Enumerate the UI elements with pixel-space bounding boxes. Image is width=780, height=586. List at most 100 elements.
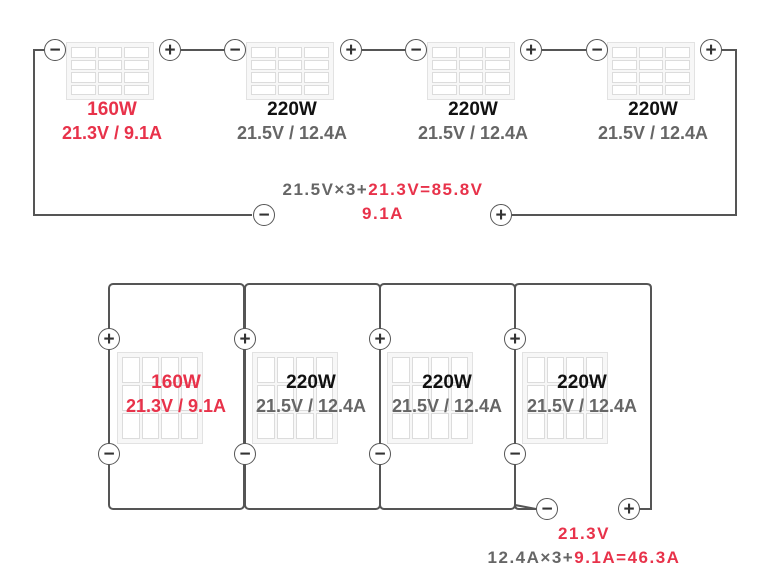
minus-terminal-icon: − (44, 39, 66, 61)
solar-cell (458, 47, 484, 58)
solar-cell (251, 47, 276, 58)
solar-cell (585, 357, 603, 383)
solar-cell (665, 84, 690, 95)
solar-cell (411, 413, 429, 439)
plus-terminal-icon: + (98, 328, 120, 350)
solar-cell (485, 84, 510, 95)
solar-panel-1-series (66, 42, 154, 100)
solar-cell (665, 72, 690, 83)
plus-terminal-icon: + (234, 328, 256, 350)
solar-cell (124, 72, 149, 83)
panel-4-wattage: 220W (628, 99, 678, 120)
solar-cell (432, 84, 457, 95)
solar-cell (304, 59, 329, 70)
solar-cell (180, 385, 198, 411)
solar-cell (251, 72, 276, 83)
parallel-panel-3-wattage: 220W (422, 372, 472, 393)
parallel-panel-4-spec: 21.5V / 12.4A (526, 396, 638, 416)
solar-cell (485, 72, 510, 83)
parallel-panel-1-spec: 21.3V / 9.1A (125, 396, 227, 416)
panel-1-spec: 21.3V / 9.1A (61, 123, 163, 143)
minus-terminal-icon: − (536, 498, 558, 520)
solar-cell (450, 385, 468, 411)
solar-cell (527, 385, 545, 411)
solar-cell (665, 59, 690, 70)
solar-cell (122, 385, 140, 411)
plus-terminal-icon: + (700, 39, 722, 61)
solar-cell (257, 385, 275, 411)
solar-cell (97, 59, 123, 70)
solar-cell (276, 357, 294, 383)
solar-cell (161, 357, 179, 383)
plus-terminal-icon: + (520, 39, 542, 61)
solar-cell (304, 84, 329, 95)
series-wire-loop (33, 49, 252, 216)
solar-cell (431, 413, 449, 439)
solar-cell (304, 72, 329, 83)
solar-cell (392, 385, 410, 411)
solar-cell (458, 84, 484, 95)
plus-terminal-icon: + (159, 39, 181, 61)
series-equation-part1: 21.5V×3+ (282, 180, 369, 199)
minus-terminal-icon: − (369, 443, 391, 465)
panel-4-spec: 21.5V / 12.4A (597, 123, 709, 143)
plus-terminal-icon: + (369, 328, 391, 350)
solar-cell (122, 413, 140, 439)
solar-cell (546, 357, 564, 383)
solar-cell (432, 72, 457, 83)
solar-cell (141, 385, 159, 411)
plus-terminal-icon: + (618, 498, 640, 520)
solar-cell (566, 385, 584, 411)
minus-terminal-icon: − (224, 39, 246, 61)
solar-cell (612, 47, 637, 58)
parallel-equation-part1: 12.4A×3+ (487, 548, 575, 567)
solar-cell (665, 47, 690, 58)
series-equation-part2: 21.3V=85.8V (368, 180, 484, 199)
minus-terminal-icon: − (586, 39, 608, 61)
solar-panel-2-series (246, 42, 334, 100)
solar-cell (161, 413, 179, 439)
solar-cell (566, 413, 584, 439)
panel-2-wattage: 220W (267, 99, 317, 120)
solar-cell (315, 357, 333, 383)
plus-terminal-icon: + (504, 328, 526, 350)
solar-cell (585, 385, 603, 411)
solar-cell (124, 59, 149, 70)
solar-cell (124, 84, 149, 95)
solar-cell (450, 357, 468, 383)
solar-cell (450, 413, 468, 439)
solar-cell (612, 84, 637, 95)
solar-cell (392, 357, 410, 383)
solar-cell (485, 59, 510, 70)
parallel-panel-2-spec: 21.5V / 12.4A (255, 396, 367, 416)
solar-cell (638, 84, 664, 95)
solar-cell (546, 385, 564, 411)
solar-panel-4-parallel (522, 352, 608, 444)
parallel-panel-2-wattage: 220W (286, 372, 336, 393)
minus-terminal-icon: − (504, 443, 526, 465)
solar-cell (124, 47, 149, 58)
solar-panel-4-series (607, 42, 695, 100)
parallel-current-equation: 12.4A×3+9.1A=46.3A (488, 548, 681, 568)
parallel-panel-4-wattage: 220W (557, 372, 607, 393)
solar-cell (527, 413, 545, 439)
solar-panel-2-parallel (252, 352, 338, 444)
solar-cell (458, 72, 484, 83)
minus-terminal-icon: − (98, 443, 120, 465)
solar-cell (431, 385, 449, 411)
solar-cell (585, 413, 603, 439)
solar-cell (277, 72, 303, 83)
solar-cell (392, 413, 410, 439)
parallel-panel-3-spec: 21.5V / 12.4A (391, 396, 503, 416)
plus-terminal-icon: + (490, 204, 512, 226)
solar-cell (296, 385, 314, 411)
solar-cell (141, 357, 159, 383)
solar-cell (638, 72, 664, 83)
parallel-voltage-value: 21.3V (558, 524, 610, 543)
parallel-equation-part2: 9.1A=46.3A (574, 548, 681, 567)
solar-cell (141, 413, 159, 439)
solar-cell (277, 59, 303, 70)
solar-cell (485, 47, 510, 58)
panel-3-wattage: 220W (448, 99, 498, 120)
solar-cell (277, 47, 303, 58)
